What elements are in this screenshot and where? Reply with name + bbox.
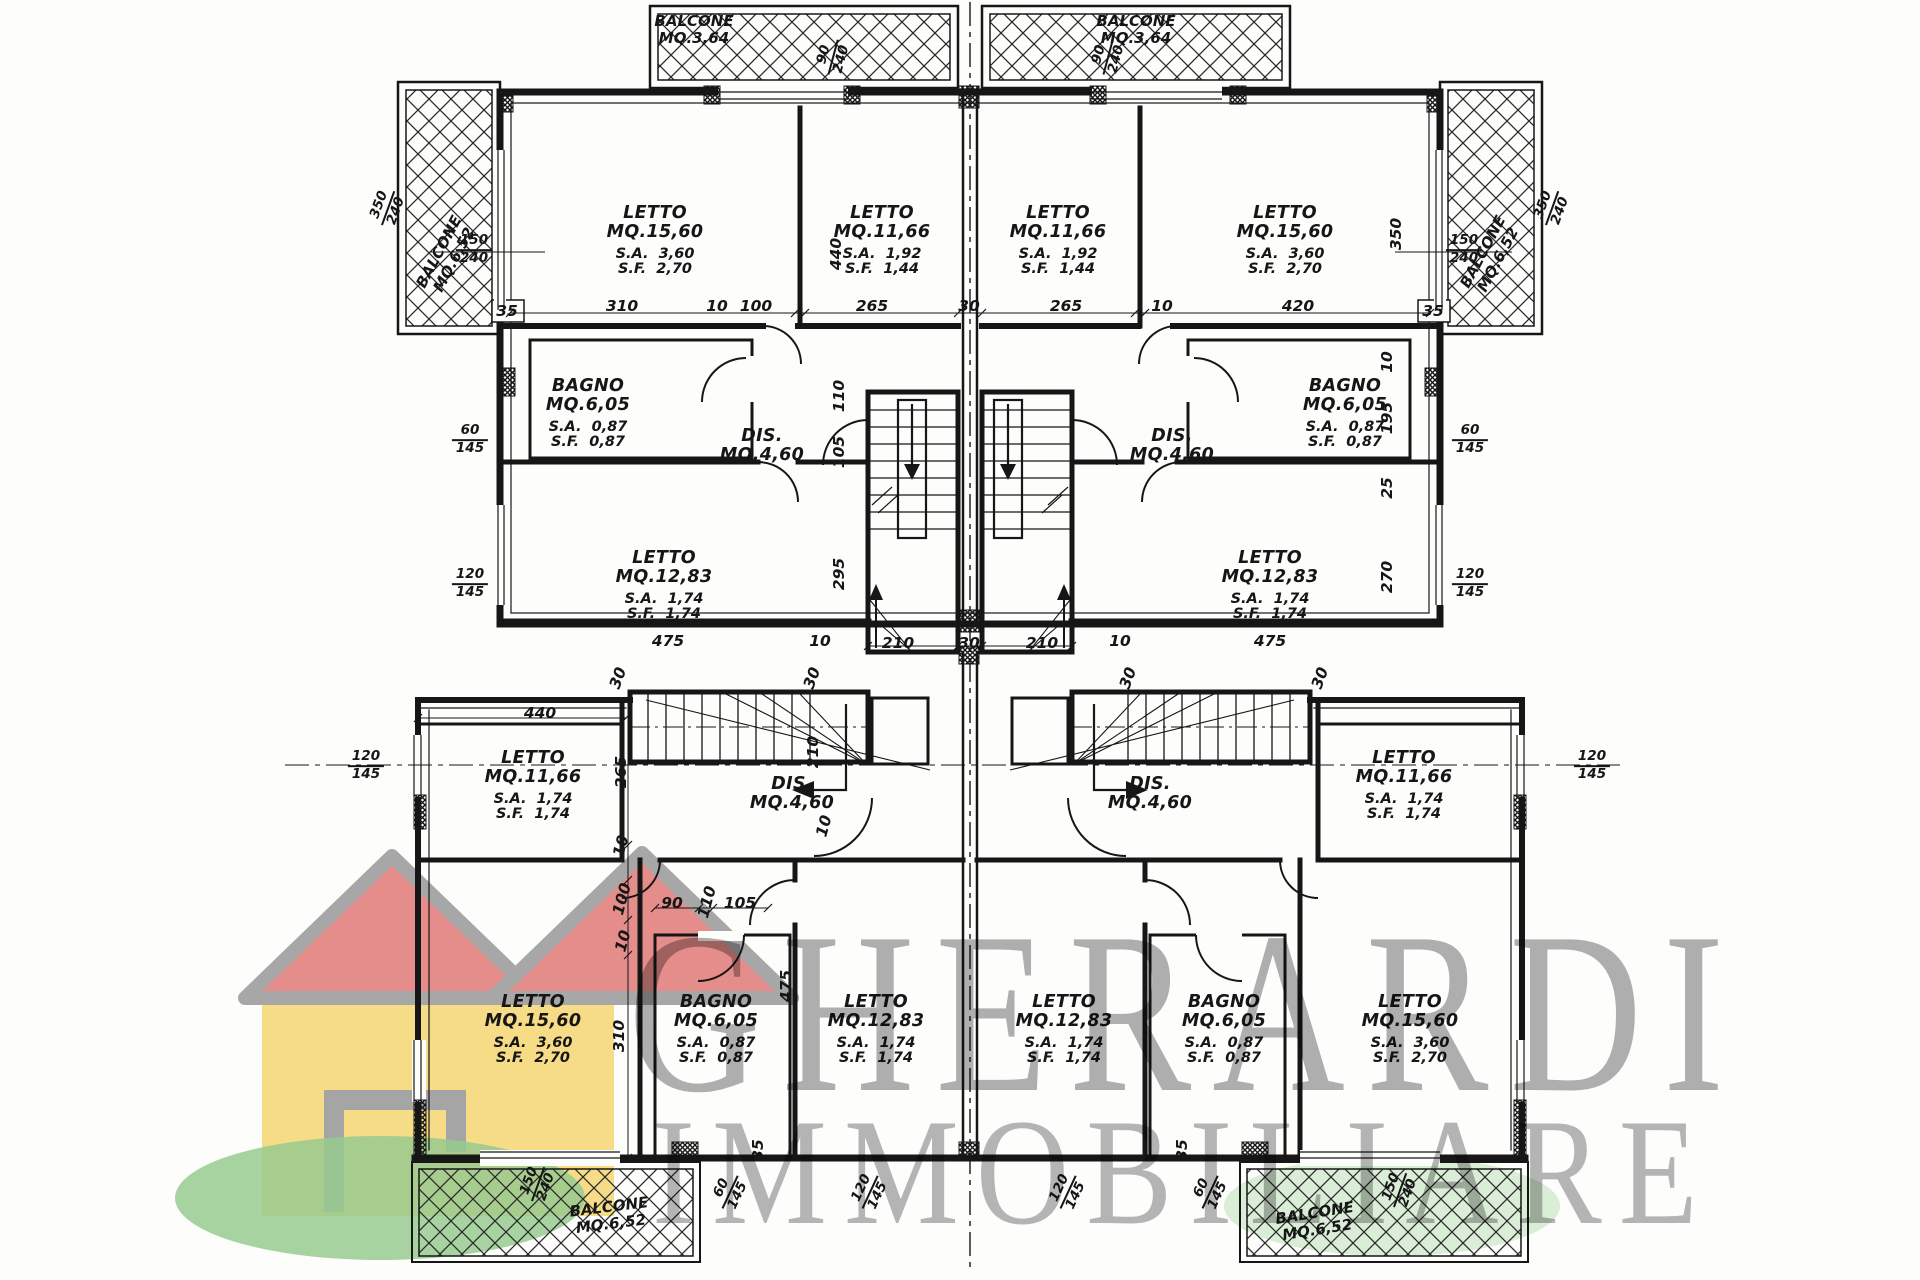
dimension-100-2: 100	[739, 297, 773, 315]
dimension-10-1: 10	[706, 297, 728, 315]
dimension-420-7: 420	[1281, 297, 1315, 315]
dimension-35-9: 35	[1422, 302, 1444, 320]
dimension-440-30: 440	[523, 704, 557, 722]
dimension-265-3: 265	[855, 297, 889, 315]
dimension-25-17: 25	[1378, 477, 1396, 499]
dimension-30-20: 30	[958, 634, 980, 652]
watermark-brand-subtitle: IMMOBILIARE	[652, 1088, 1715, 1256]
dimension-475-24: 475	[651, 632, 685, 650]
room-label-dis-low-left: DIS.MQ.4,60	[749, 773, 835, 813]
dimension-105-13: 105	[830, 435, 848, 469]
dimension-10-23: 10	[1109, 632, 1131, 650]
dimension-10-6: 10	[1151, 297, 1173, 315]
dimension-270-18: 270	[1378, 560, 1396, 594]
dimension-10-22: 10	[809, 632, 831, 650]
dimension-35-8: 35	[496, 302, 518, 320]
dimension-295-14: 295	[830, 557, 848, 591]
logo-roof-left	[238, 849, 546, 1005]
wall-piers	[413, 85, 1527, 1161]
dimension-30-4: 30	[958, 297, 980, 315]
dimension-475-25: 475	[1253, 632, 1287, 650]
dimension-90-35: 90	[661, 894, 683, 912]
dimension-265-5: 265	[1049, 297, 1083, 315]
dimension-210-19: 210	[881, 634, 915, 652]
room-label-dis-up-left: DIS.MQ.4,60	[719, 425, 805, 465]
dimension-10-15: 10	[1378, 351, 1396, 373]
dimension-210-38: 210	[804, 735, 822, 769]
dimension-110-12: 110	[830, 379, 848, 413]
dimension-310-40: 310	[610, 1019, 628, 1053]
dimension-210-21: 210	[1025, 634, 1059, 652]
centerlines	[285, 2, 1620, 1268]
dimension-195-16: 195	[1378, 401, 1396, 435]
watermark-brand-name: GHERARDI	[628, 885, 1746, 1140]
dimension-310-0: 310	[605, 297, 639, 315]
door-arcs	[621, 325, 1319, 982]
dimension-440-10: 440	[827, 237, 845, 271]
dimension-265-31: 265	[612, 755, 630, 789]
window-sills	[413, 91, 1525, 1159]
dimension-105-37: 105	[723, 894, 757, 912]
room-label-dis-up-right: DIS.MQ.4,60	[1129, 425, 1215, 465]
stairs	[630, 398, 1310, 799]
dimension-350-11: 350	[1387, 217, 1405, 251]
room-label-dis-low-right: DIS.MQ.4,60	[1107, 773, 1193, 813]
